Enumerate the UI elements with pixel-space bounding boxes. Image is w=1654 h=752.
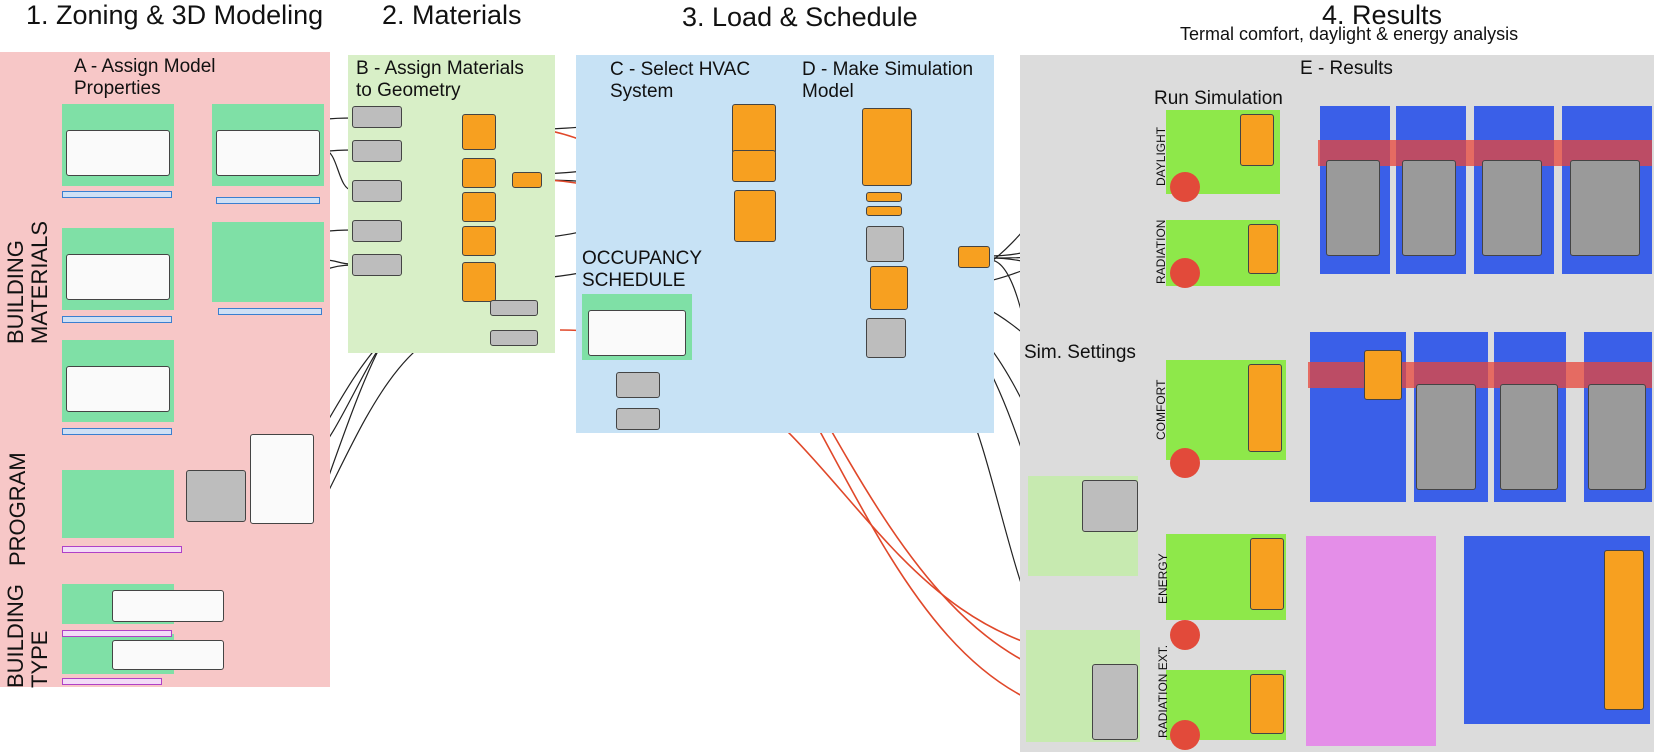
component-assign-material-2[interactable]: [462, 158, 496, 188]
component-schedule[interactable]: [616, 372, 660, 398]
component-merge-rooms[interactable]: [512, 172, 542, 188]
toggle-radiation[interactable]: [1170, 258, 1200, 288]
label-building-materials: BUILDING MATERIALS: [3, 220, 52, 344]
component-energy-recipe[interactable]: [1250, 538, 1284, 610]
value-list-wall-2[interactable]: [218, 308, 322, 315]
component-daylight-viz-2[interactable]: [1402, 160, 1456, 256]
component-model-small-1[interactable]: [866, 192, 902, 202]
value-list-window[interactable]: [62, 428, 172, 435]
value-list-ceiling[interactable]: [62, 191, 172, 198]
component-radiation-recipe[interactable]: [1248, 224, 1278, 274]
component-run-energy-model[interactable]: [870, 266, 908, 310]
component-model-merge[interactable]: [958, 246, 990, 268]
component-geometry-pipeline-3[interactable]: [352, 180, 402, 202]
component-building-type-panel-1[interactable]: [112, 590, 224, 622]
component-radiation-ext-recipe[interactable]: [1250, 674, 1284, 734]
heading-materials: 2. Materials: [382, 0, 522, 30]
toggle-radiation-ext[interactable]: [1170, 720, 1200, 750]
label-energy: ENERGY: [1156, 553, 1170, 604]
component-comfort-viz-2[interactable]: [1500, 384, 1558, 490]
component-model-small-2[interactable]: [866, 206, 902, 216]
component-weather-data[interactable]: [1092, 664, 1138, 740]
value-list-office-program[interactable]: [62, 546, 182, 553]
value-list-building-weather[interactable]: [62, 678, 162, 685]
label-sim-settings: Sim. Settings: [1024, 342, 1136, 363]
component-daylight-recipe[interactable]: [1240, 114, 1274, 166]
component-floor-list[interactable]: [216, 130, 320, 176]
label-panel-e: E - Results: [1300, 58, 1393, 79]
label-program: PROGRAM: [5, 452, 30, 566]
component-daylight-viz-1[interactable]: [1326, 160, 1380, 256]
component-wall-list[interactable]: [66, 254, 170, 300]
zone-energy-charts: [1306, 536, 1436, 746]
component-geometry-pipeline-6[interactable]: [490, 300, 538, 316]
component-comfort-viz-3[interactable]: [1588, 384, 1646, 490]
component-building-type-panel-2[interactable]: [112, 640, 224, 670]
heading-load-schedule: 3. Load & Schedule: [682, 2, 918, 32]
heading-results-subtitle: Termal comfort, daylight & energy analys…: [1180, 24, 1519, 44]
component-hvac-template[interactable]: [732, 150, 776, 182]
component-geometry-pipeline-1[interactable]: [352, 106, 402, 128]
group-wall-2: [212, 222, 324, 302]
value-list-building-construction[interactable]: [62, 630, 172, 637]
component-occupancy-panel[interactable]: [588, 310, 686, 356]
component-assign-material-3[interactable]: [462, 192, 496, 222]
label-run-simulation: Run Simulation: [1154, 88, 1283, 109]
component-comfort-output[interactable]: [1364, 350, 1402, 400]
component-ceiling-list[interactable]: [66, 130, 170, 176]
component-sim-output[interactable]: [866, 318, 906, 358]
component-assign-material-4[interactable]: [462, 226, 496, 256]
component-program-loads[interactable]: [734, 190, 776, 242]
component-window-list[interactable]: [66, 366, 170, 412]
label-panel-d: D - Make Simulation Model: [802, 59, 974, 102]
label-daylight: DAYLIGHT: [1154, 126, 1168, 186]
component-comfort-recipe[interactable]: [1248, 364, 1282, 452]
toggle-comfort[interactable]: [1170, 448, 1200, 478]
component-energy-output[interactable]: [1604, 550, 1644, 710]
toggle-energy[interactable]: [1170, 620, 1200, 650]
component-energy-settings[interactable]: [1082, 480, 1138, 532]
component-comfort-viz-1[interactable]: [1416, 384, 1476, 490]
component-geometry-pipeline-4[interactable]: [352, 220, 402, 242]
group-office: [62, 470, 174, 538]
component-daylight-viz-4[interactable]: [1570, 160, 1640, 256]
component-assign-material-5[interactable]: [462, 262, 496, 302]
label-comfort: COMFORT: [1154, 379, 1168, 440]
value-list-floor[interactable]: [216, 197, 320, 204]
component-geometry-pipeline-7[interactable]: [490, 330, 538, 346]
component-program-panel[interactable]: [250, 434, 314, 524]
component-daylight-viz-3[interactable]: [1482, 160, 1542, 256]
heading-results: 4. Results: [1322, 0, 1443, 30]
label-occupancy-schedule: OCCUPANCY SCHEDULE: [582, 248, 702, 291]
label-building-type: BUILDING TYPE: [3, 584, 52, 688]
value-list-wall[interactable]: [62, 316, 172, 323]
label-panel-b: B - Assign Materials to Geometry: [356, 58, 524, 101]
component-sim-params[interactable]: [866, 226, 904, 262]
panel-c-d-hvac-simulation: [576, 55, 994, 433]
label-radiation: RADIATION: [1154, 219, 1168, 284]
component-assign-material-1[interactable]: [462, 114, 496, 150]
component-hvac-system[interactable]: [732, 104, 776, 154]
toggle-daylight[interactable]: [1170, 172, 1200, 202]
heading-zoning-modeling: 1. Zoning & 3D Modeling: [26, 0, 324, 30]
component-geometry-pipeline-5[interactable]: [352, 254, 402, 276]
component-program-merge[interactable]: [186, 470, 246, 522]
component-simulation-model[interactable]: [862, 108, 912, 186]
label-radiation-ext: RADIATION EXT.: [1156, 644, 1170, 738]
label-panel-a: A - Assign Model Properties: [74, 56, 216, 99]
component-geometry-pipeline-2[interactable]: [352, 140, 402, 162]
label-panel-c: C - Select HVAC System: [610, 59, 751, 102]
component-office-schedule[interactable]: [616, 408, 660, 430]
